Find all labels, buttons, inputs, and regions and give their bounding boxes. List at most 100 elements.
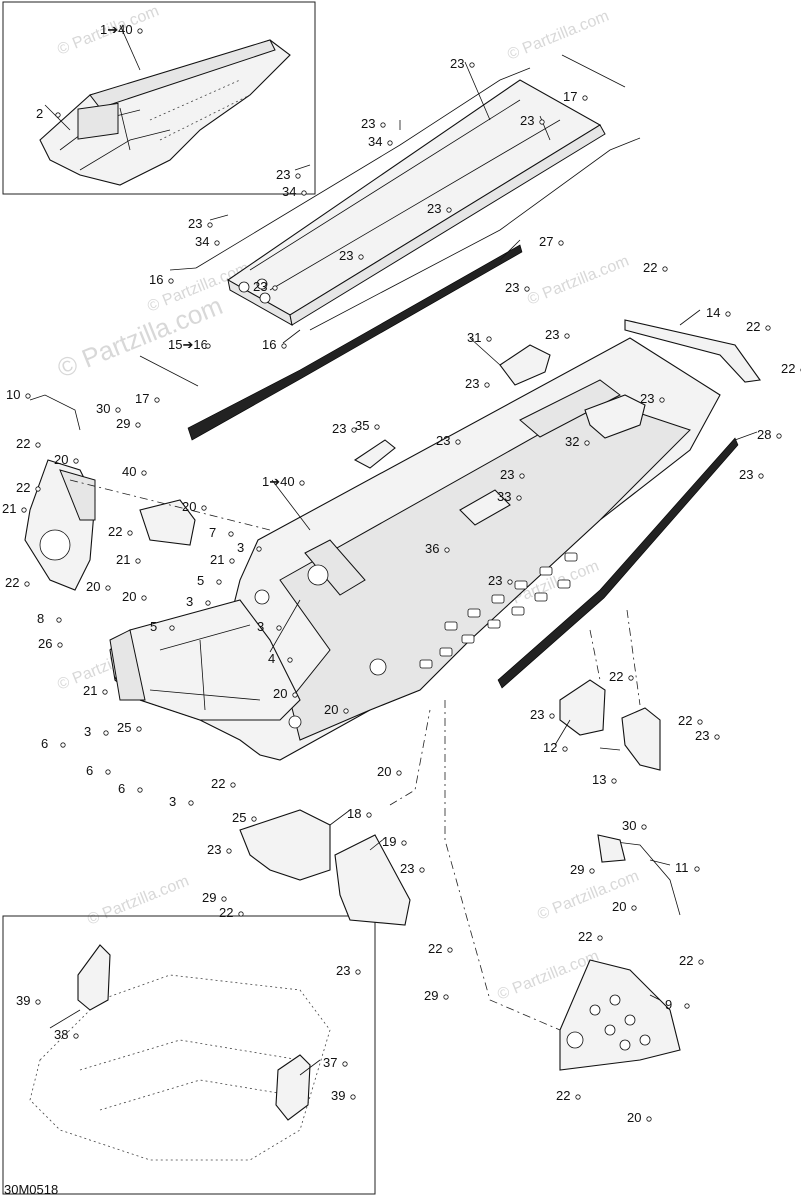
callout-label: 23 [739, 467, 753, 482]
callout-label: 32 [565, 434, 579, 449]
part-36-plate [459, 489, 511, 526]
fastener-marker [127, 530, 133, 536]
part-7-bracket [139, 499, 196, 546]
fastener-marker [355, 969, 361, 975]
callout-label: 20 [182, 499, 196, 514]
callout-label: 23 [427, 201, 441, 216]
callout-label: 16 [262, 337, 276, 352]
fastener-marker [455, 439, 461, 445]
fastener-marker [524, 286, 530, 292]
fastener-marker [102, 689, 108, 695]
fastener-marker [582, 95, 588, 101]
watermark-text: © Partzilla.com [535, 868, 641, 924]
callout-label: 17 [135, 391, 149, 406]
callout-label: 23 [488, 573, 502, 588]
fastener-marker [401, 840, 407, 846]
fastener-marker [135, 558, 141, 564]
callout-label: 15➔16 [168, 337, 208, 352]
fastener-marker [276, 625, 282, 631]
watermark-text: © Partzilla.com [505, 8, 611, 64]
callout-label: 25 [232, 810, 246, 825]
callout-label: 6 [86, 763, 93, 778]
callout-label: 23 [640, 391, 654, 406]
callout-label: 6 [118, 781, 125, 796]
callout-label: 22 [219, 905, 233, 920]
callout-label: 34 [195, 234, 209, 249]
fastener-marker [486, 336, 492, 342]
part-14-bracket [624, 319, 761, 383]
callout-label: 1➔40 [100, 22, 133, 37]
fastener-marker [628, 675, 634, 681]
callout-label: 21 [116, 552, 130, 567]
inset-box-top-left [2, 1, 316, 195]
callout-label: 22 [5, 575, 19, 590]
fastener-marker [694, 866, 700, 872]
fastener-marker [575, 1094, 581, 1100]
fastener-marker [25, 393, 31, 399]
fastener-marker [103, 730, 109, 736]
callout-label: 20 [273, 686, 287, 701]
callout-label: 23 [332, 421, 346, 436]
callout-label: 17 [563, 89, 577, 104]
fastener-marker [562, 746, 568, 752]
callout-label: 21 [2, 501, 16, 516]
callout-label: 26 [38, 636, 52, 651]
fastener-marker [56, 617, 62, 623]
callout-label: 23 [400, 861, 414, 876]
callout-label: 23 [188, 216, 202, 231]
part-18-bracket [239, 809, 331, 881]
fastener-marker [611, 778, 617, 784]
fastener-marker [188, 800, 194, 806]
fastener-marker [207, 222, 213, 228]
callout-label: 19 [382, 834, 396, 849]
fastener-marker [758, 473, 764, 479]
callout-label: 23 [500, 467, 514, 482]
fastener-marker [60, 742, 66, 748]
callout-label: 34 [368, 134, 382, 149]
callout-label: 5 [150, 619, 157, 634]
rod-17-left [139, 355, 199, 387]
diagram-code: 30M0518 [4, 1182, 58, 1197]
part-9-plate [559, 959, 681, 1071]
fastener-marker [214, 240, 220, 246]
fastener-marker [646, 1116, 652, 1122]
callout-label: 20 [627, 1110, 641, 1125]
fastener-marker [226, 848, 232, 854]
fastener-marker [631, 905, 637, 911]
callout-label: 1➔40 [262, 474, 295, 489]
callout-label: 13 [592, 772, 606, 787]
fastener-marker [35, 442, 41, 448]
callout-label: 23 [520, 113, 534, 128]
fastener-marker [137, 787, 143, 793]
fastener-marker [229, 558, 235, 564]
callout-label: 34 [282, 184, 296, 199]
fastener-marker [154, 397, 160, 403]
callout-label: 3 [257, 619, 264, 634]
relation-line-4 [589, 629, 601, 681]
rail-16-lower [309, 137, 641, 331]
callout-label: 22 [556, 1088, 570, 1103]
fastener-marker [230, 782, 236, 788]
fastener-marker [343, 708, 349, 714]
part-10-strap [29, 394, 81, 431]
fastener-marker [684, 1003, 690, 1009]
callout-label: 23 [436, 433, 450, 448]
callout-label: 27 [539, 234, 553, 249]
callout-label: 9 [665, 997, 672, 1012]
rod-17-top [561, 54, 626, 88]
callout-label: 8 [37, 611, 44, 626]
tunnel-top-section [226, 79, 606, 326]
fastener-marker [447, 947, 453, 953]
callout-label: 23 [450, 56, 464, 71]
callout-label: 23 [361, 116, 375, 131]
callout-label: 40 [122, 464, 136, 479]
fastener-marker [287, 657, 293, 663]
watermark-text: © Partzilla.com [85, 873, 191, 929]
callout-label: 4 [268, 651, 275, 666]
fastener-marker [21, 507, 27, 513]
fastener-marker [351, 427, 357, 433]
part-13-bracket [621, 707, 661, 771]
fastener-marker [419, 867, 425, 873]
callout-label: 30 [96, 401, 110, 416]
